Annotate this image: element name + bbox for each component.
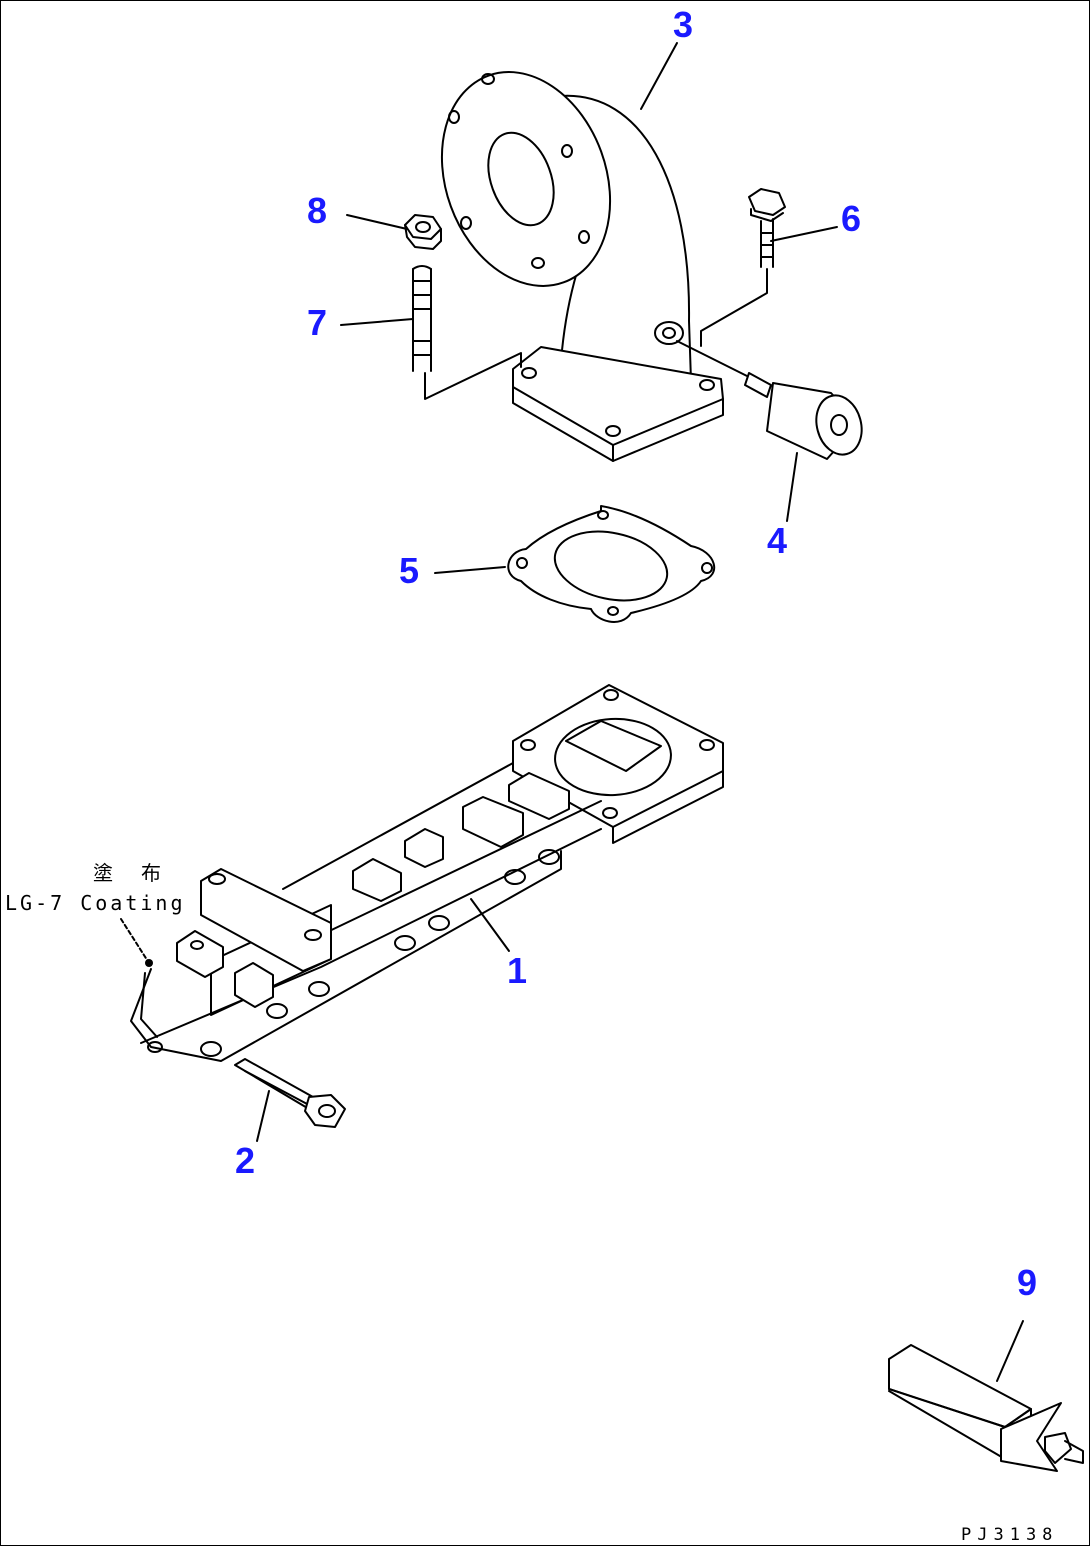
part-4-sensor [676,340,863,460]
part-6-bolt [700,188,786,347]
callout-5: 5 [399,550,420,591]
coating-note-english: LG-7 Coating [5,891,186,915]
coating-note-japanese: 塗 布 [93,861,170,885]
part-2-bolt [234,1058,346,1128]
callout-7: 7 [307,302,328,343]
callout-leaders [256,42,1024,1382]
callout-8: 8 [307,190,328,231]
drawing-code: PJ3138 [961,1525,1059,1545]
part-3-elbow [440,71,724,462]
callout-4: 4 [767,520,788,561]
part-5-gasket [507,505,716,623]
callout-1: 1 [507,950,528,991]
part-8-nut [404,214,442,250]
part-1-manifold [120,684,724,1062]
callout-9: 9 [1017,1262,1038,1303]
callout-6: 6 [841,198,862,239]
callout-2: 2 [235,1140,256,1181]
part-9-tool [888,1344,1084,1472]
part-7-stud [412,265,522,400]
callout-3: 3 [673,4,694,45]
